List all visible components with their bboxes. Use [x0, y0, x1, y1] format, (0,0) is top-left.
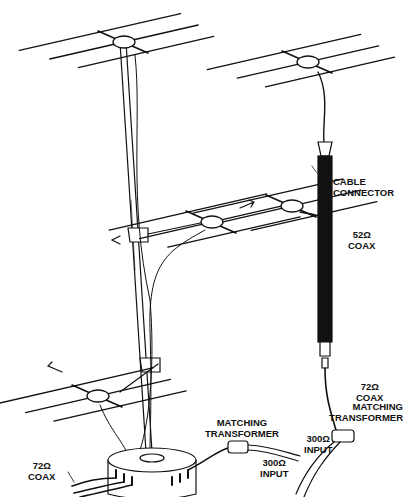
part-label: MATCHING TRANSFORMER [205, 418, 279, 439]
antenna-element [237, 46, 378, 78]
harness-cable [100, 405, 128, 455]
part-label: 300Ω INPUT [260, 458, 289, 479]
coax-72 [72, 478, 132, 497]
part-label: MATCHING TRANSFORMER [329, 402, 403, 423]
cable-connector [318, 142, 332, 156]
antenna-element [207, 34, 361, 69]
antenna-element [50, 25, 198, 59]
part-label: 52Ω COAX [348, 230, 375, 251]
mast-clamp [112, 228, 148, 244]
antenna-element [193, 179, 343, 213]
part-label: 72Ω COAX [28, 461, 55, 482]
antenna-element [19, 14, 180, 51]
antenna-element [282, 51, 332, 73]
antenna-element [109, 194, 266, 230]
part-label: 72Ω COAX [356, 382, 383, 403]
coax-lead [318, 72, 325, 142]
antenna-element [78, 36, 213, 67]
antenna-element [0, 368, 153, 404]
antenna-element [140, 205, 285, 238]
antenna-element [54, 391, 186, 421]
matching-transformer [228, 441, 248, 453]
antenna-element [251, 202, 377, 231]
phasing-knob [140, 454, 164, 462]
antenna-element [72, 385, 122, 407]
antenna-element [266, 195, 316, 217]
leader-line [68, 472, 74, 482]
terminal [116, 470, 188, 485]
part-label: 300Ω INPUT [304, 434, 333, 455]
antenna-hub [87, 390, 109, 402]
antenna-element [98, 31, 148, 53]
boom-arm [120, 222, 205, 392]
antenna-hub [281, 200, 303, 212]
direction-arrow [48, 362, 62, 372]
harness-cable [135, 55, 152, 450]
part-label: CABLE CONNECTOR [333, 177, 394, 198]
coax-72 [188, 448, 228, 470]
antenna-element [265, 57, 394, 87]
matching-transformer [332, 430, 354, 442]
antenna-hub [201, 216, 223, 228]
antenna-element [26, 379, 171, 412]
antenna-hub [297, 56, 319, 68]
harness-cable [150, 230, 205, 452]
antenna-element [186, 211, 236, 233]
antenna-element [168, 217, 300, 247]
coax-fitting [320, 342, 330, 368]
antenna-hub [113, 36, 135, 48]
phasing-unit-top [108, 448, 196, 472]
